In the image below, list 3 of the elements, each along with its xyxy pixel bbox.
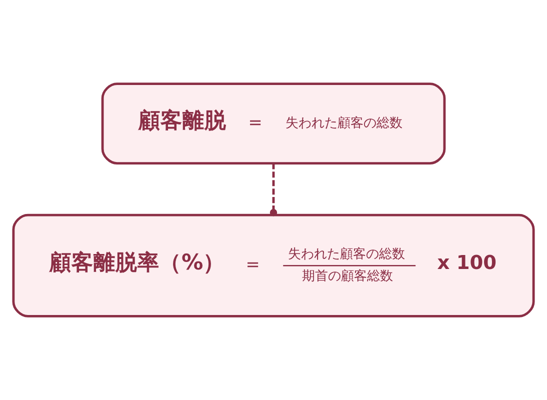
connector <box>270 163 278 216</box>
node-box: 顧客離脱率（%） = 失われた顧客の総数 期首の顧客総数 x 100 <box>12 214 535 318</box>
node-box: 顧客離脱 = 失われた顧客の総数 <box>101 82 446 164</box>
